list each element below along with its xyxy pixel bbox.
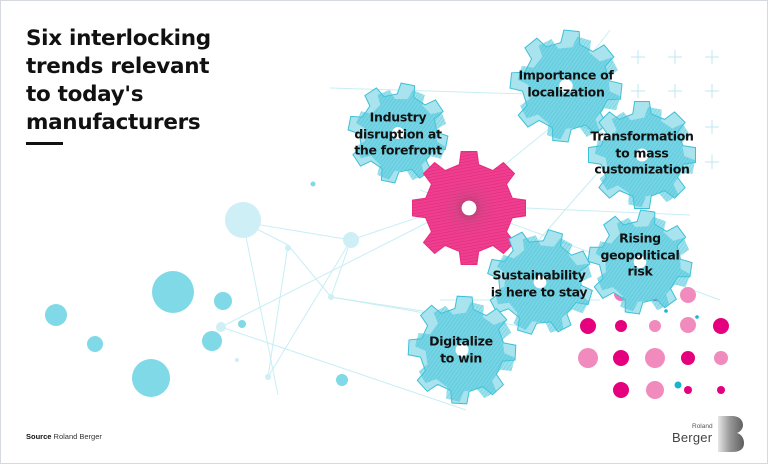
gear-digitalize (407, 295, 517, 405)
gear-hole (533, 275, 547, 289)
network-line (242, 221, 279, 396)
bubbles (45, 181, 359, 397)
bubble (310, 181, 316, 187)
accent-dot (695, 315, 699, 319)
bubble (225, 202, 261, 238)
network-line (267, 244, 289, 378)
matrix-dot (613, 350, 629, 366)
logo-big-text: Berger (672, 430, 713, 445)
accent-dot (674, 381, 682, 389)
trend-label-geopolitical-risk: Rising geopolitical risk (600, 230, 680, 279)
bubble (343, 232, 359, 248)
matrix-dot (645, 348, 665, 368)
network-line (220, 202, 467, 328)
bubble (87, 336, 103, 352)
bubble (238, 320, 246, 328)
matrix-dot (714, 351, 728, 365)
bubble (214, 292, 232, 310)
network-line (330, 239, 352, 298)
title-underline (26, 142, 63, 145)
gear-industry-disruption (347, 82, 449, 184)
trend-label-mass-customization: Transformation to mass customization (590, 128, 694, 177)
matrix-dot (680, 287, 696, 303)
page-title: Six interlocking trends relevant to toda… (26, 26, 211, 135)
bubble (328, 294, 334, 300)
trend-label-importance-localization: Importance of localization (518, 67, 614, 100)
network-line (242, 221, 352, 241)
gear-hole (455, 343, 469, 357)
gear-hole (635, 148, 649, 162)
network-line (529, 169, 601, 251)
matrix-dot (615, 320, 627, 332)
gear-hole (559, 79, 573, 93)
gear-sustainability (487, 229, 593, 335)
network-line (267, 239, 352, 378)
bubble (336, 374, 348, 386)
logo-b-mark-icon (718, 416, 744, 452)
matrix-dot (713, 318, 729, 334)
matrix-dot (684, 386, 692, 394)
bubble (202, 331, 222, 351)
bubble (285, 245, 291, 251)
matrix-dot (613, 382, 629, 398)
trend-label-sustainability: Sustainability is here to stay (490, 267, 588, 300)
matrix-dot (646, 381, 664, 399)
gear-importance-localization (509, 29, 623, 143)
matrix-dot (717, 386, 725, 394)
bubble (216, 322, 226, 332)
bubble (45, 304, 67, 326)
logo-small-text: Roland (692, 423, 713, 430)
accent-dot (664, 309, 668, 313)
source-note: Source Roland Berger (26, 432, 102, 441)
source-value: Roland Berger (53, 432, 102, 441)
gear-geopolitical-risk (587, 209, 693, 315)
gear-hole (461, 200, 477, 216)
matrix-dot (649, 320, 661, 332)
matrix-dot (680, 317, 696, 333)
network-line (287, 244, 332, 298)
network-line (220, 326, 467, 411)
bubble (265, 374, 271, 380)
bubble (152, 271, 194, 313)
gear-mass-customization (588, 101, 696, 209)
bubble (235, 358, 239, 362)
trend-label-digitalize: Digitalize to win (429, 333, 493, 366)
trend-label-industry-disruption: Industry disruption at the forefront (354, 109, 442, 158)
bubble (132, 359, 170, 397)
matrix-dot (580, 318, 596, 334)
matrix-dot (681, 351, 695, 365)
source-label: Source (26, 432, 52, 441)
matrix-dot (578, 348, 598, 368)
gear-hole (392, 127, 404, 139)
central-gear-icon (412, 151, 526, 265)
network-line (329, 87, 561, 96)
gear-hole (633, 255, 647, 269)
